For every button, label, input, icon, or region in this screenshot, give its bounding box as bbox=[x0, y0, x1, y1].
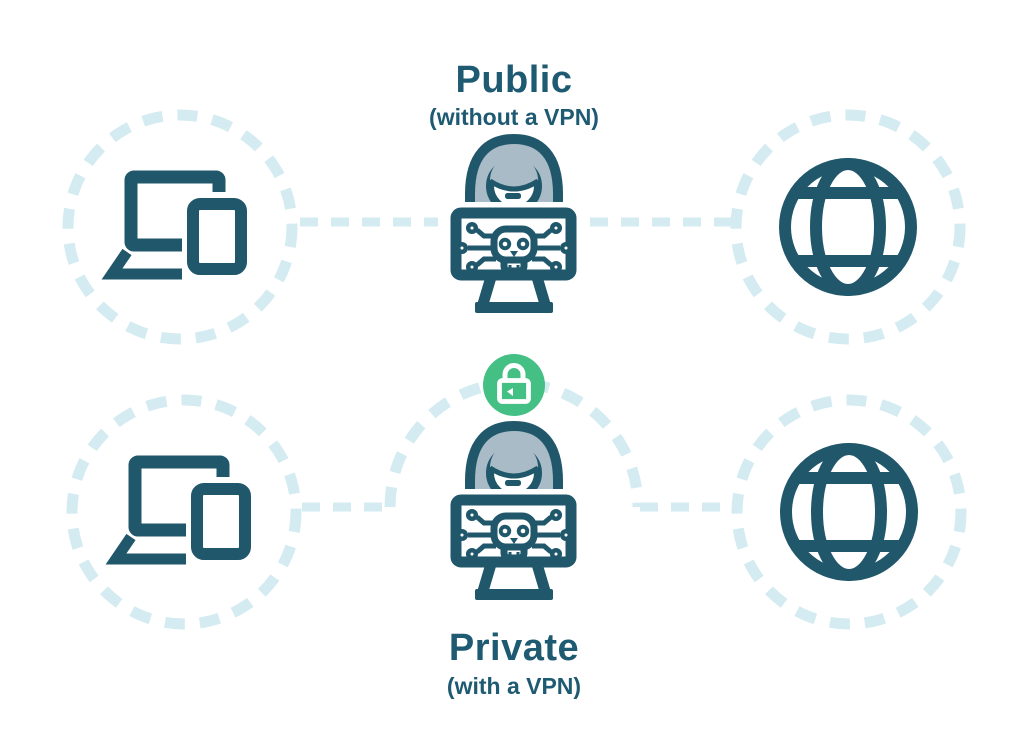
lock-body bbox=[497, 378, 531, 404]
private-subtitle: (with a VPN) bbox=[447, 673, 581, 699]
hacker-icon-bottom bbox=[444, 426, 584, 600]
devices-icon-bottom bbox=[116, 462, 258, 567]
globe-icon-top bbox=[785, 164, 911, 290]
devices-icon-top bbox=[112, 177, 254, 282]
hacker-icon-top bbox=[444, 139, 584, 313]
lock-shackle bbox=[502, 363, 526, 381]
lock-keyhole bbox=[507, 388, 513, 396]
dashed-circle-globe-bottom bbox=[731, 394, 967, 630]
dashed-circle-devices-bottom bbox=[66, 394, 302, 630]
lock-icon bbox=[483, 354, 545, 416]
public-title: Public bbox=[455, 59, 572, 101]
globe-icon-bottom bbox=[786, 449, 912, 575]
public-subtitle: (without a VPN) bbox=[429, 104, 599, 130]
dashed-circle-devices-top bbox=[62, 109, 298, 345]
private-title: Private bbox=[449, 627, 579, 669]
dashed-circle-globe-top bbox=[730, 109, 966, 345]
